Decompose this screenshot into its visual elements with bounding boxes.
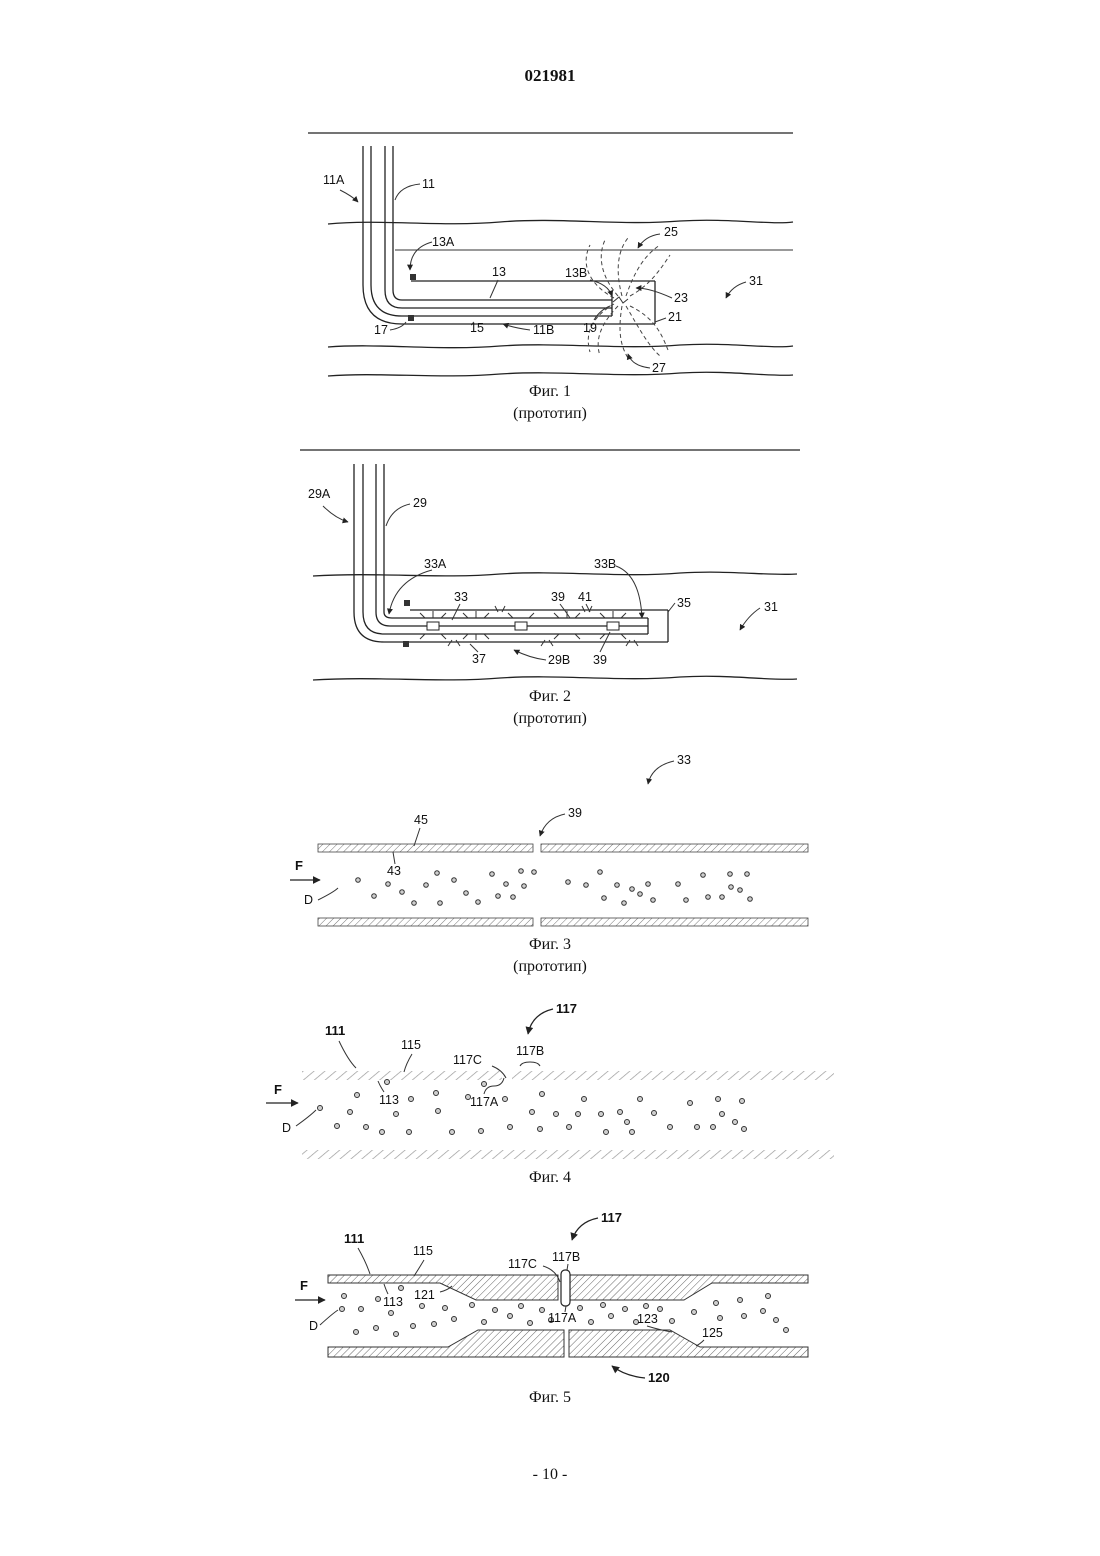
label-D: D: [309, 1319, 318, 1333]
label-115: 115: [413, 1244, 433, 1258]
label-117A: 117A: [548, 1311, 577, 1325]
nozzle-117: [561, 1270, 570, 1306]
label-121: 121: [414, 1288, 435, 1302]
label-120: 120: [648, 1370, 670, 1385]
pipe-wall-bottom: [328, 1330, 564, 1357]
pipe-wall-bottom-right: [569, 1330, 808, 1357]
label-113: 113: [383, 1295, 403, 1309]
pipe-wall-top-right: [569, 1275, 808, 1300]
label-123: 123: [637, 1312, 658, 1326]
label-F: F: [300, 1278, 308, 1293]
label-111: 111: [344, 1231, 364, 1246]
label-117B: 117B: [552, 1250, 580, 1264]
page-footer: - 10 -: [0, 1466, 1100, 1484]
label-117: 117: [601, 1210, 622, 1225]
figure-5-caption: Фиг. 5: [529, 1389, 571, 1406]
pipe-wall-top: [328, 1275, 558, 1300]
figure-5: 117 111 115 117C 117B F 113 121 D 117A 1…: [0, 0, 1100, 1410]
label-117C: 117C: [508, 1257, 537, 1271]
label-125: 125: [702, 1326, 723, 1340]
